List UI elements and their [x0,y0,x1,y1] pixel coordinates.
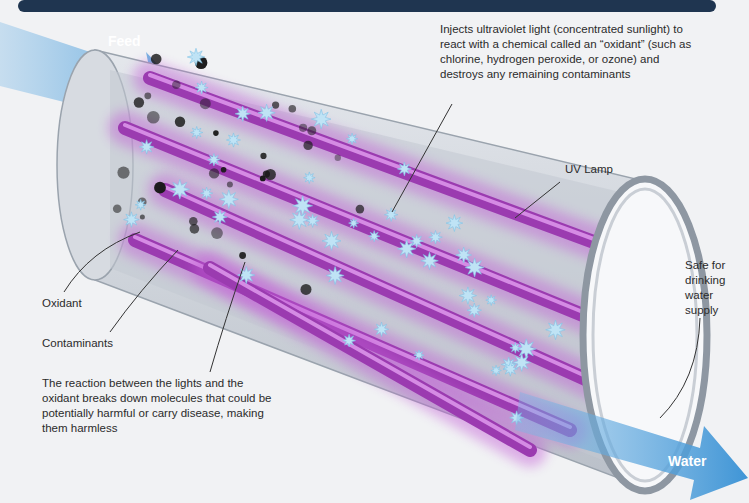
oxidant-star [343,334,356,347]
oxidant-star [369,231,380,242]
part-label: UV Lamp [565,162,645,177]
contaminant-dot [307,126,316,135]
oxidant-star [421,252,439,270]
oxidant-star [226,133,240,147]
contaminant-dot [190,224,200,234]
contaminant-dot [303,141,312,150]
contaminant-dot [227,182,233,188]
contaminant-dot [144,92,151,99]
oxidant-star [208,153,221,166]
leader-lines [64,104,700,418]
oxidant-star [414,350,424,360]
oxidant-star [456,247,472,263]
flow-label: Feed [108,32,168,50]
oxidant-star [346,133,357,144]
lamp-glow [210,268,530,450]
contaminant-dot [211,227,223,239]
contaminant-dot [172,80,181,89]
oxidant-star [139,140,153,154]
contaminant-dot [299,124,307,132]
contaminant-dot [335,155,341,161]
oxidant-star [486,295,497,306]
oxidant-star [397,162,411,176]
water-arrow [515,392,748,500]
contaminant-dot [117,167,129,179]
oxidant-star [195,81,208,94]
contaminant-dot [213,130,219,136]
oxidant-star [374,322,388,336]
oxidant-star [513,354,531,372]
oxidant-star [491,365,502,376]
contaminant-dot [289,105,297,113]
contaminant-dot [260,176,266,182]
oxidant-star [187,48,205,65]
oxidant-star [201,187,213,199]
contaminant-dot [301,284,312,295]
oxidant-star [326,267,344,285]
oxidant-star [290,210,309,229]
oxidant-stars [124,48,566,425]
contaminant-dot [147,111,160,124]
contaminant-dot [239,252,246,259]
oxidant-star [516,339,536,359]
oxidant-star [459,287,476,304]
oxidant-star [306,214,319,227]
lamp-highlight [210,265,530,447]
oxidant-star [219,190,238,209]
contaminant-dot [209,168,219,178]
oxidant-star [135,199,146,210]
contaminant-dot [356,205,365,214]
oxidant-star [398,240,416,258]
callout-note: The reaction between the lights and the … [42,376,272,436]
contaminant-dot [200,98,211,109]
contaminant-dot [151,54,162,65]
oxidant-star [191,126,203,138]
oxidant-star [446,215,463,232]
contaminant-dot [140,215,145,220]
oxidant-star [170,180,190,200]
oxidant-star [465,258,484,277]
oxidant-star [322,231,341,250]
top-bar [18,0,716,12]
contaminant-dot [265,169,276,180]
contaminant-dot [154,182,166,194]
oxidant-star [124,212,140,228]
oxidant-star [546,320,566,340]
oxidant-star [311,109,331,129]
contaminant-dot [134,97,144,107]
oxidant-star [212,210,227,225]
contaminant-dot [175,117,185,127]
callout-note: Injects ultraviolet light (concentrated … [440,22,695,82]
oxidant-star [235,106,250,121]
oxidant-star [384,208,398,222]
oxidant-star [349,218,359,228]
contaminant-dot [272,102,279,109]
flow-label: Water [668,452,728,470]
oxidant-star [258,104,275,121]
oxidant-star [410,234,423,247]
oxidant-star [304,172,316,184]
contaminant-dot [221,167,227,173]
oxidant-star [293,196,313,216]
oxidant-star [510,342,521,353]
oxidant-star [429,231,443,245]
oxidant-star [467,303,482,317]
contaminant-dots [113,54,364,295]
callout-note: Safe for drinking water supply [685,258,745,318]
uv-lamp [210,268,530,450]
part-label: Oxidant [42,296,122,311]
part-label: Contaminants [42,336,152,351]
contaminant-dot [260,153,266,159]
contaminant-dot [113,205,122,214]
